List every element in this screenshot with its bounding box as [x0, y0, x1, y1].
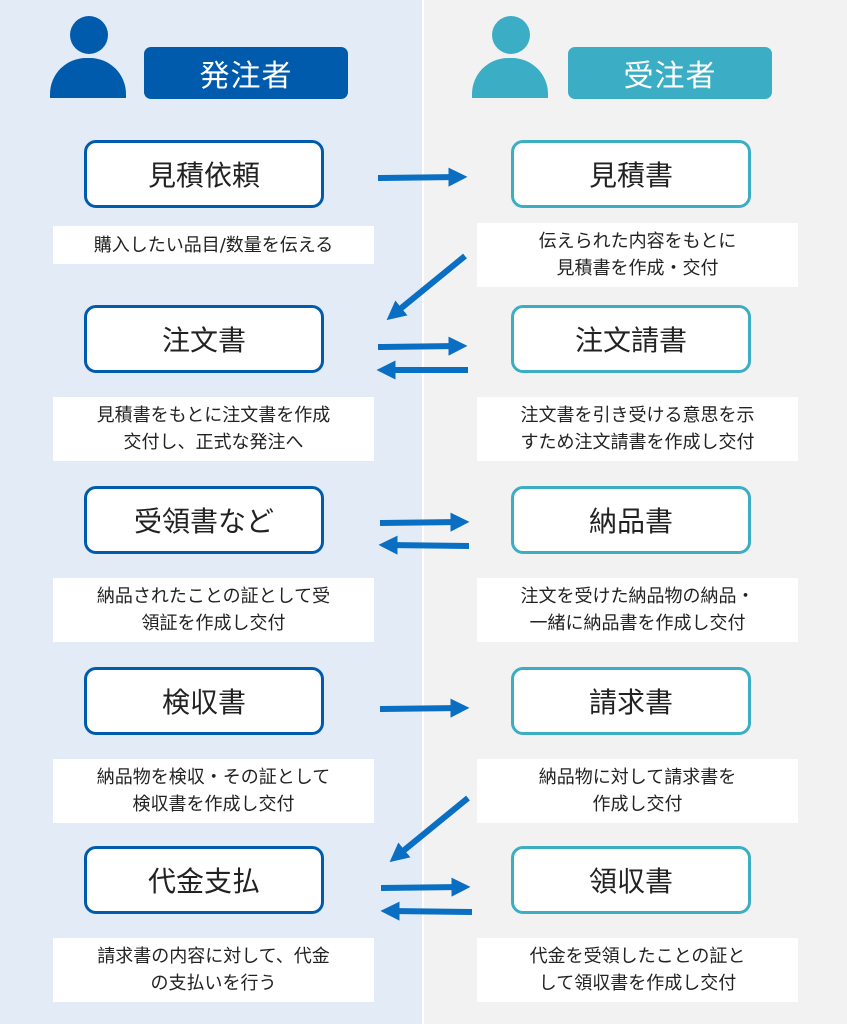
- contractor-description: 注文を受けた納品物の納品・ 一緒に納品書を作成し交付: [477, 578, 798, 642]
- contractor-badge: 受注者: [568, 47, 772, 99]
- orderer-description: 見積書をもとに注文書を作成 交付し、正式な発注へ: [53, 397, 374, 461]
- orderer-description: 購入したい品目/数量を伝える: [53, 226, 374, 264]
- orderer-description: 納品物を検収・その証として 検収書を作成し交付: [53, 759, 374, 823]
- person-icon-body: [472, 58, 548, 98]
- person-icon-head: [70, 16, 108, 54]
- orderer-badge: 発注者: [144, 47, 348, 99]
- contractor-description: 伝えられた内容をもとに 見積書を作成・交付: [477, 223, 798, 287]
- contractor-description: 注文書を引き受ける意思を示 すため注文請書を作成し交付: [477, 397, 798, 461]
- contractor-doc-box: 注文請書: [511, 305, 751, 373]
- contractor-person-icon: [472, 16, 548, 98]
- orderer-doc-box: 注文書: [84, 305, 324, 373]
- orderer-doc-box: 見積依頼: [84, 140, 324, 208]
- orderer-description: 請求書の内容に対して、代金 の支払いを行う: [53, 938, 374, 1002]
- contractor-doc-box: 領収書: [511, 846, 751, 914]
- person-icon-body: [50, 58, 126, 98]
- contractor-description: 代金を受領したことの証と して領収書を作成し交付: [477, 938, 798, 1002]
- contractor-doc-box: 請求書: [511, 667, 751, 735]
- contractor-doc-box: 見積書: [511, 140, 751, 208]
- orderer-description: 納品されたことの証として受 領証を作成し交付: [53, 578, 374, 642]
- orderer-doc-box: 受領書など: [84, 486, 324, 554]
- contractor-description: 納品物に対して請求書を 作成し交付: [477, 759, 798, 823]
- orderer-doc-box: 代金支払: [84, 846, 324, 914]
- column-divider: [422, 0, 424, 1024]
- orderer-doc-box: 検収書: [84, 667, 324, 735]
- person-icon-head: [492, 16, 530, 54]
- orderer-person-icon: [50, 16, 126, 98]
- contractor-doc-box: 納品書: [511, 486, 751, 554]
